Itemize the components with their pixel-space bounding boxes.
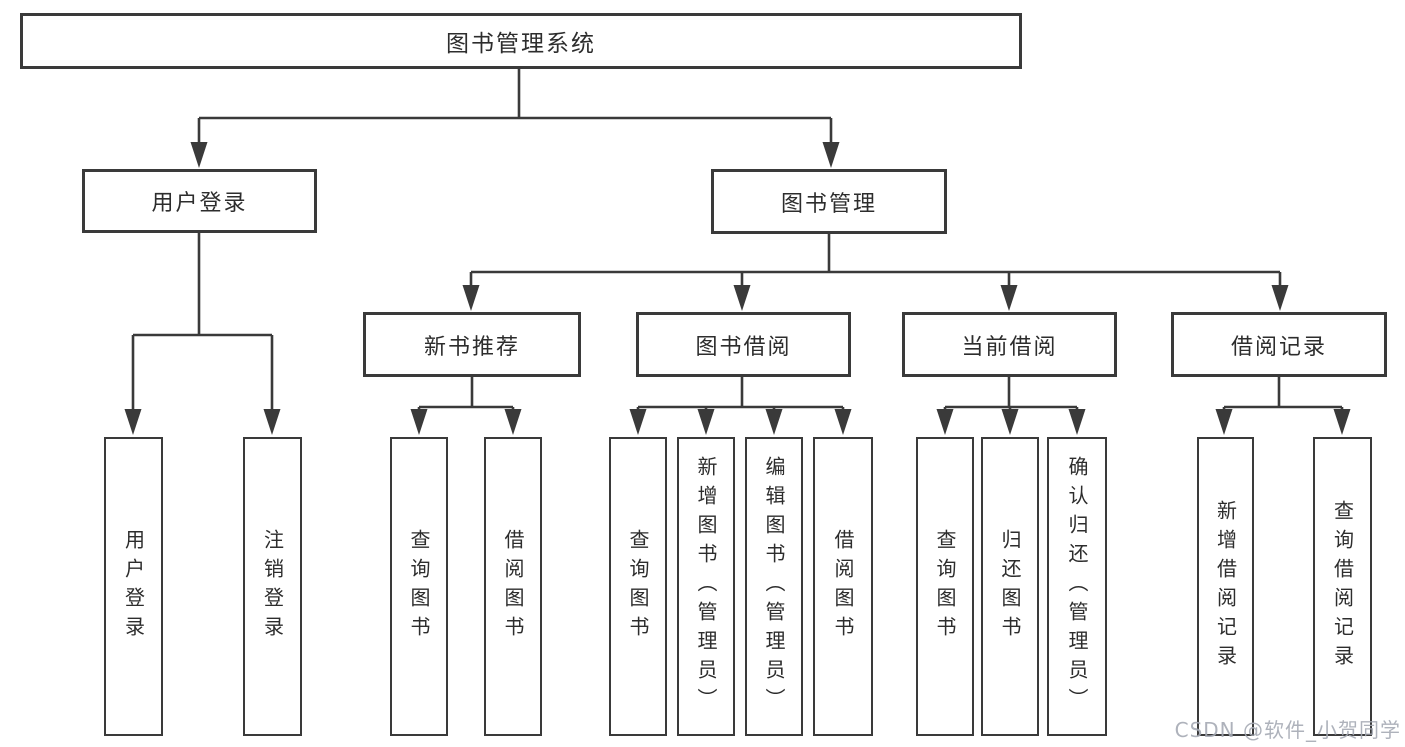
node-borrow-records-label: 借阅记录 (1230, 334, 1327, 360)
leaf-add-books-admin: 新增图书（管理员） (677, 437, 735, 736)
node-book-borrow: 图书借阅 (636, 312, 851, 377)
leaf-query-books-current: 查询图书 (916, 437, 974, 736)
leaf-confirm-return-admin-label: 确认归还（管理员） (1065, 456, 1089, 717)
leaf-add-books-admin-label: 新增图书（管理员） (694, 456, 718, 717)
leaf-query-books-borrow: 查询图书 (609, 437, 667, 736)
node-book-management: 图书管理 (711, 169, 947, 234)
leaf-return-books-label: 归还图书 (998, 528, 1022, 645)
leaf-user-login: 用户登录 (104, 437, 163, 736)
leaf-query-borrow-record-label: 查询借阅记录 (1330, 499, 1355, 674)
connectors-borrow-records (1215, 377, 1351, 435)
leaf-edit-books-admin-label: 编辑图书（管理员） (762, 456, 786, 717)
leaf-add-borrow-record-label: 新增借阅记录 (1213, 499, 1238, 674)
connectors-new-book (410, 377, 522, 435)
leaf-borrow-books-recommend: 借阅图书 (484, 437, 542, 736)
leaf-query-books-recommend: 查询图书 (390, 437, 448, 736)
leaf-return-books: 归还图书 (981, 437, 1039, 736)
leaf-borrow-books-borrow: 借阅图书 (813, 437, 873, 736)
leaf-confirm-return-admin: 确认归还（管理员） (1047, 437, 1107, 736)
connectors-current-borrow (936, 377, 1086, 435)
node-new-book-recommend-label: 新书推荐 (423, 334, 520, 360)
node-current-borrow-label: 当前借阅 (961, 334, 1058, 360)
leaf-borrow-books-recommend-label: 借阅图书 (501, 528, 525, 645)
node-book-management-label: 图书管理 (780, 191, 877, 217)
leaf-logout-login-label: 注销登录 (260, 528, 285, 645)
node-user-login: 用户登录 (82, 169, 317, 233)
node-new-book-recommend: 新书推荐 (363, 312, 581, 377)
connectors-book-management (462, 234, 1289, 311)
leaf-query-borrow-record: 查询借阅记录 (1313, 437, 1372, 736)
leaf-query-books-borrow-label: 查询图书 (626, 528, 650, 645)
leaf-user-login-label: 用户登录 (121, 528, 146, 645)
node-book-borrow-label: 图书借阅 (695, 334, 792, 360)
leaf-add-borrow-record: 新增借阅记录 (1197, 437, 1254, 736)
leaf-logout-login: 注销登录 (243, 437, 302, 736)
connectors-book-borrow (629, 377, 852, 435)
leaf-query-books-current-label: 查询图书 (933, 528, 957, 645)
csdn-watermark: CSDN @软件_小贺同学 (1174, 718, 1401, 742)
node-user-login-label: 用户登录 (151, 191, 248, 216)
node-library-system: 图书管理系统 (20, 13, 1022, 69)
leaf-query-books-recommend-label: 查询图书 (407, 528, 431, 645)
node-current-borrow: 当前借阅 (902, 312, 1117, 377)
node-borrow-records: 借阅记录 (1171, 312, 1387, 377)
leaf-edit-books-admin: 编辑图书（管理员） (745, 437, 803, 736)
connectors-root (190, 69, 840, 168)
leaf-borrow-books-borrow-label: 借阅图书 (831, 528, 855, 645)
connectors-user-login (124, 233, 281, 435)
node-library-system-label: 图书管理系统 (446, 31, 596, 57)
